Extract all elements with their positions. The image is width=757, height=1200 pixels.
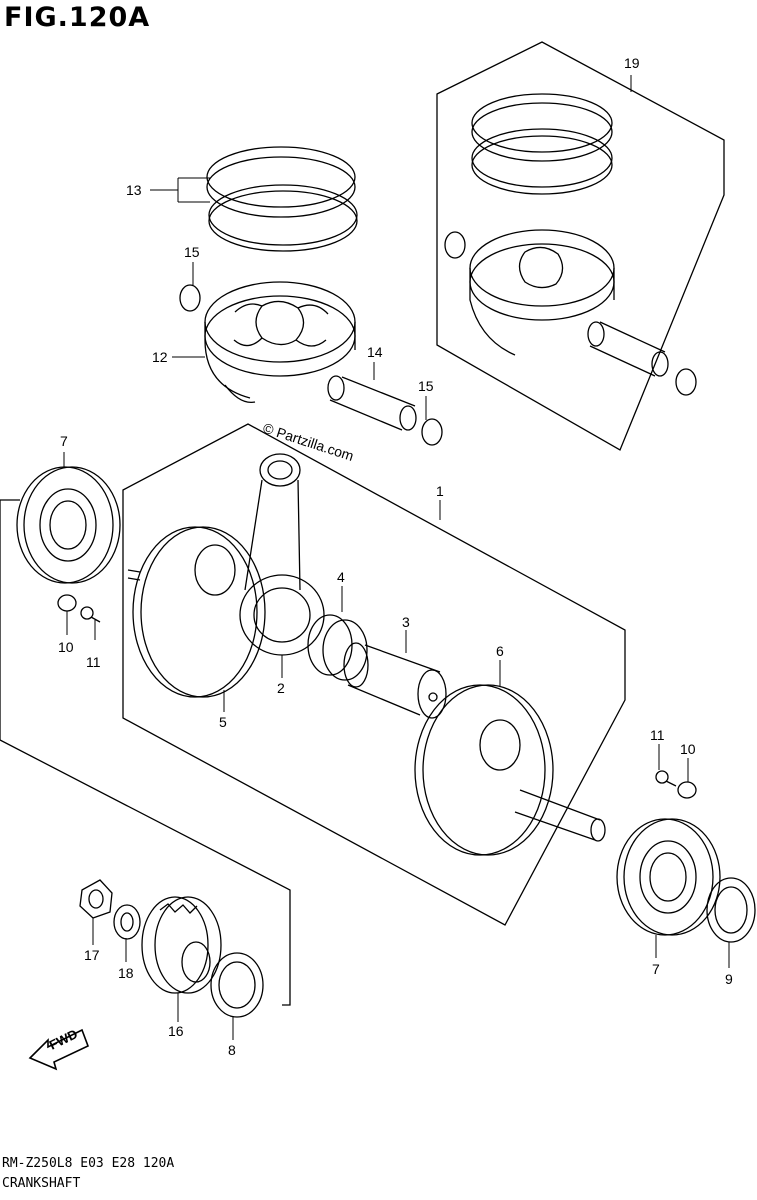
callout-2: 2 — [277, 680, 285, 696]
callout-1: 1 — [436, 483, 444, 499]
callout-12: 12 — [152, 349, 168, 365]
washer-10-left — [57, 594, 77, 612]
circlip-15-right — [421, 418, 443, 446]
needle-bearing-4 — [307, 614, 368, 681]
gear-17 — [141, 896, 222, 994]
callout-10-left: 10 — [58, 639, 74, 655]
piston-rings-13 — [206, 146, 358, 252]
oil-seal-9 — [706, 877, 756, 943]
group-16-pin — [587, 321, 669, 377]
callout-9: 9 — [725, 971, 733, 987]
screw-11-left — [80, 606, 101, 623]
callout-14: 14 — [367, 344, 383, 360]
callout-7-left: 7 — [60, 433, 68, 449]
screw-11-right — [655, 770, 677, 787]
callout-3: 3 — [402, 614, 410, 630]
callout-10-right: 10 — [680, 741, 696, 757]
callout-4: 4 — [337, 569, 345, 585]
group-16-circlip-left — [444, 231, 466, 259]
group-16-box — [436, 41, 725, 451]
group-16-piston — [469, 229, 615, 356]
callout-17: 16 — [168, 1023, 184, 1039]
callout-13: 13 — [126, 182, 142, 198]
callout-15-right: 15 — [418, 378, 434, 394]
group-16-circlip-right — [675, 368, 697, 396]
circlip-15-left — [179, 284, 201, 312]
left-bracket-box — [0, 499, 291, 1006]
callout-7-right: 7 — [652, 961, 660, 977]
nut-18 — [79, 879, 113, 919]
crank-web-6 — [414, 684, 606, 856]
figure-title: FIG.120A — [4, 2, 151, 33]
fwd-arrow — [28, 1028, 90, 1071]
group-1-box — [122, 423, 626, 926]
bearing-7-left — [16, 466, 121, 584]
callout-5: 5 — [219, 714, 227, 730]
callout-8: 8 — [228, 1042, 236, 1058]
piston-12 — [204, 281, 356, 404]
washer-10-right — [677, 781, 697, 799]
connecting-rod-2 — [239, 453, 325, 656]
crank-pin-3 — [343, 642, 447, 719]
footer-name: CRANKSHAFT — [2, 1176, 81, 1191]
bearing-7-right — [616, 818, 721, 936]
callout-11-left: 11 — [86, 654, 101, 670]
callout-6: 6 — [496, 643, 504, 659]
piston-pin-14 — [327, 375, 417, 431]
leader-lines — [63, 75, 730, 1040]
callout-15-left: 15 — [184, 244, 200, 260]
callout-19: 18 — [118, 965, 134, 981]
footer-code: RM-Z250L8 E03 E28 120A — [2, 1156, 175, 1171]
callout-11-right: 11 — [650, 727, 665, 743]
callout-16: 19 — [624, 55, 640, 71]
callout-labels: 19 13 15 12 14 15 1 7 10 11 4 3 6 2 5 11… — [58, 55, 733, 1058]
crank-web-5 — [127, 526, 266, 698]
fwd-label: FWD — [47, 1026, 80, 1052]
oil-seal-8 — [210, 952, 264, 1018]
group-16-rings — [471, 93, 613, 195]
washer-19 — [113, 904, 141, 940]
callout-18: 17 — [84, 947, 100, 963]
